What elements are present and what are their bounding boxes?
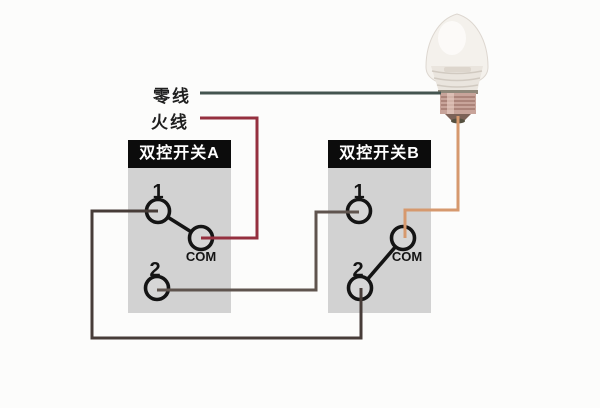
bulb-brand-mark	[444, 67, 471, 72]
traveler-wire-a1-b2	[90, 209, 363, 340]
switch-a-terminal-1-label: 1	[152, 181, 164, 203]
bulb-rib	[433, 77, 481, 82]
bulb-rib	[436, 84, 479, 88]
switch-b-com-label: COM	[391, 249, 423, 264]
switch-b-terminal-1-label: 1	[353, 181, 365, 203]
neutral-wire-label: 零线	[153, 87, 191, 106]
switch-b-box: 双控开关B	[328, 140, 431, 313]
bulb-screw-base	[440, 93, 476, 114]
switch-b-com-circle	[389, 224, 417, 252]
live-wire-label: 火线	[151, 113, 189, 132]
bulb-dome-highlight	[438, 21, 466, 55]
switch-a-terminal-2-circle	[143, 274, 171, 302]
bulb-rib	[431, 70, 483, 75]
switch-a-com-label: COM	[185, 249, 217, 264]
bulb-collar	[438, 90, 478, 94]
live-wire	[200, 116, 259, 240]
lamp-wire	[403, 116, 460, 238]
switch-a-title: 双控开关A	[128, 140, 231, 168]
traveler-wire-a2-b1	[157, 210, 359, 292]
base-highlight	[447, 93, 454, 114]
switch-b-title: 双控开关B	[328, 140, 431, 168]
light-bulb	[425, 13, 489, 124]
switch-b-terminal-2-label: 2	[352, 259, 364, 281]
switch-a-terminal-2-label: 2	[149, 259, 161, 281]
